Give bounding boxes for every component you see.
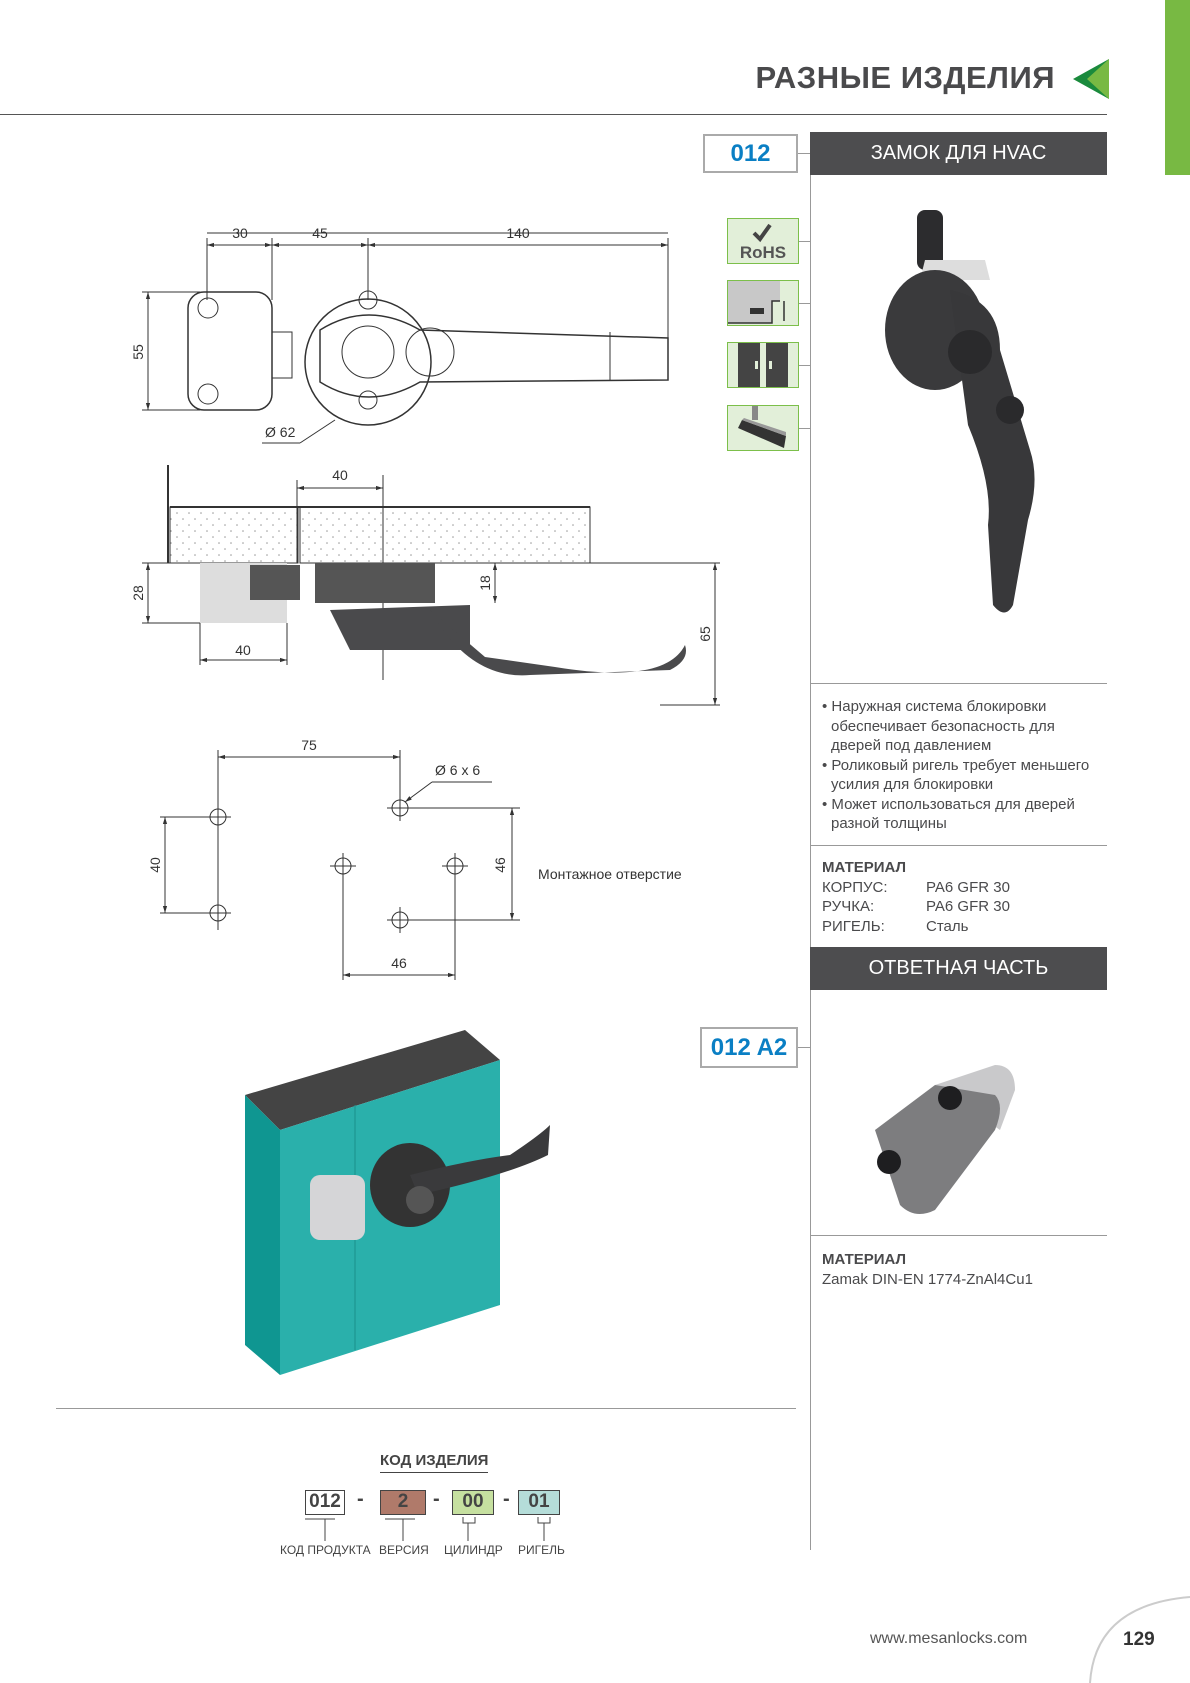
feature-item: • Роликовый ригель требует меньшего усил… [822,756,1090,794]
code-part-product: 012 [305,1490,345,1515]
code-leader-lines [305,1517,551,1541]
code-label: ЦИЛИНДР [444,1543,503,1557]
technical-drawings: 30 45 140 55 Ø 62 40 28 40 18 65 75 Ø 6 … [130,225,720,980]
divider [810,683,1107,684]
material-title: МАТЕРИАЛ [822,859,907,876]
connector-line [799,428,810,429]
svg-text:30: 30 [232,225,248,241]
column-divider [810,175,811,1550]
svg-text:55: 55 [130,344,146,360]
material-value: PA6 GFR 30 [926,898,1010,915]
connector-line [799,365,810,366]
counterpart-photo [875,1065,1015,1214]
product-code-box: 012 [703,134,798,173]
section-arrow-icon [1073,59,1109,99]
svg-text:RoHS: RoHS [740,243,786,262]
rohs-icon: RoHS [740,223,786,262]
rohs-badge: RoHS [727,218,799,264]
page-number: 129 [1123,1629,1155,1650]
connector-line [798,153,810,154]
material-value: Zamak DIN-EN 1774-ZnAl4Cu1 [822,1270,1033,1288]
material-row: РИГЕЛЬ: Сталь [822,917,1107,937]
svg-text:46: 46 [492,857,508,873]
panel-mount-icon [728,281,785,324]
material-value: Сталь [926,917,969,935]
code-part-version: 2 [380,1490,426,1515]
mounting-holes-drawing [160,750,520,980]
product-name-header: ЗАМОК ДЛЯ HVAC [810,132,1107,175]
page-title: РАЗНЫЕ ИЗДЕЛИЯ [755,60,1055,95]
svg-text:45: 45 [312,225,328,241]
hole-marker [442,853,468,980]
roller-bolt-icon [738,406,786,448]
counterpart-material: МАТЕРИАЛ Zamak DIN-EN 1774-ZnAl4Cu1 [822,1250,1033,1289]
material-title: МАТЕРИАЛ [822,1251,907,1268]
svg-text:40: 40 [332,467,348,483]
feature-item: • Наружная система блокировки обеспечива… [822,698,1055,754]
installation-render [245,1030,550,1375]
material-part: РИГЕЛЬ: [822,917,885,935]
side-view-drawing [142,465,720,706]
section-tab-marker [1165,0,1190,175]
divider [810,1235,1107,1236]
svg-text:140: 140 [506,225,530,241]
svg-text:28: 28 [130,585,146,601]
panel-mount-badge [727,280,799,326]
page-corner-curve [1089,1596,1190,1683]
svg-text:65: 65 [697,626,713,642]
svg-text:Монтажное отверстие: Монтажное отверстие [538,866,682,882]
side-view-labels: 40 28 40 18 65 [130,467,713,658]
hvac-lock-photo [885,210,1035,613]
mounting-holes-labels: 75 Ø 6 x 6 40 46 46 Монтажное отверстие [147,737,682,971]
top-view-drawing [142,232,669,444]
header-divider [0,114,1107,115]
feature-list: • Наружная система блокировки обеспечива… [822,697,1107,834]
svg-text:Ø 6 x 6: Ø 6 x 6 [435,762,480,778]
code-title: КОД ИЗДЕЛИЯ [380,1452,489,1473]
svg-text:40: 40 [235,642,251,658]
code-separator: - [357,1488,364,1510]
hole-marker [387,907,520,933]
hole-marker [387,795,520,821]
code-label: ВЕРСИЯ [379,1543,429,1557]
code-part-bolt: 01 [518,1490,560,1515]
material-part: РУЧКА: [822,898,875,915]
double-door-icon [738,343,788,387]
connector-line [799,303,810,304]
svg-text:46: 46 [391,955,407,971]
code-label: РИГЕЛЬ [518,1543,565,1557]
code-part-cylinder: 00 [452,1490,494,1515]
svg-text:18: 18 [477,575,493,591]
svg-text:75: 75 [301,737,317,753]
hole-marker [205,904,231,922]
svg-text:40: 40 [147,857,163,873]
material-row: РУЧКА: PA6 GFR 30 [822,897,1107,917]
top-view-labels: 30 45 140 55 Ø 62 [130,225,530,440]
material-value: PA6 GFR 30 [926,878,1010,896]
material-block: МАТЕРИАЛ КОРПУС: PA6 GFR 30 РУЧКА: PA6 GFR… [822,858,1107,936]
code-separator: - [503,1488,510,1510]
connector-line [798,1047,810,1048]
material-row: КОРПУС: PA6 GFR 30 [822,878,1107,898]
code-label: КОД ПРОДУКТА [280,1543,371,1557]
connector-line [799,241,810,242]
material-part: КОРПУС: [822,878,888,896]
hole-marker [205,804,231,830]
hole-marker [330,853,356,980]
double-door-badge [727,342,799,388]
feature-item: • Может использоваться для дверей разной… [822,795,1075,833]
code-separator: - [433,1488,440,1510]
divider [810,845,1107,846]
counterpart-code-box: 012 A2 [700,1027,798,1068]
website-link[interactable]: www.mesanlocks.com [870,1630,1028,1647]
divider [56,1408,796,1409]
counterpart-header: ОТВЕТНАЯ ЧАСТЬ [810,947,1107,990]
roller-bolt-badge [727,405,799,451]
svg-text:Ø 62: Ø 62 [265,424,296,440]
